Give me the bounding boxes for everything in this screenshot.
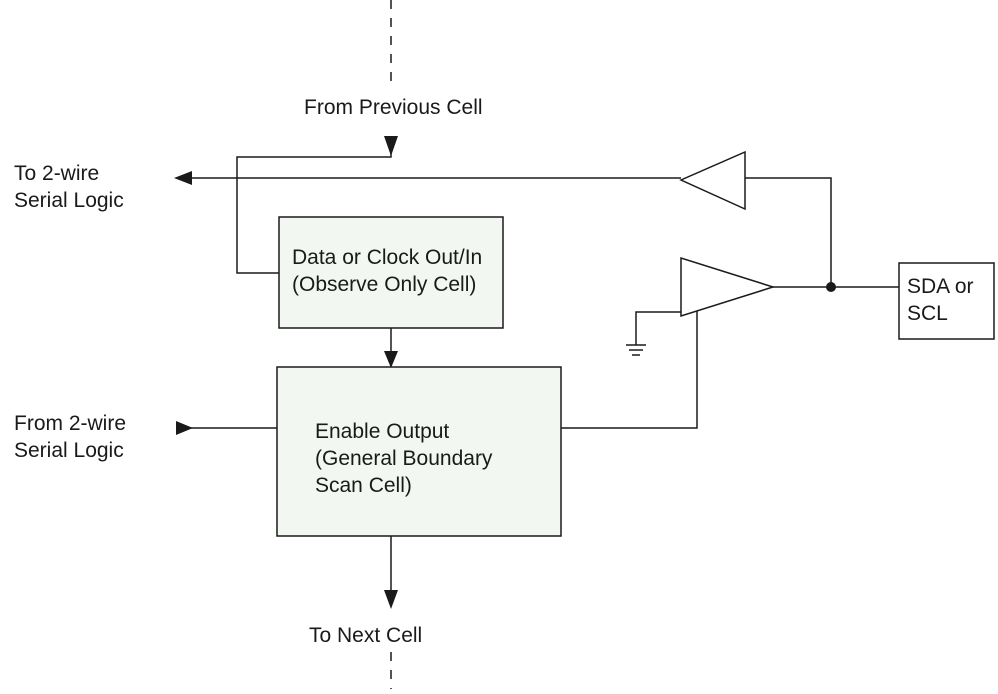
to-next-cell-text: To Next Cell xyxy=(309,624,423,647)
from-previous-cell-text: From Previous Cell xyxy=(304,96,483,119)
label-observe-cell: Data or Clock Out/In (Observe Only Cell) xyxy=(292,244,482,298)
ground-icon xyxy=(626,344,646,356)
from-2wire-line-2: Serial Logic xyxy=(14,439,124,462)
observe-cell-line-1: Data or Clock Out/In xyxy=(292,246,483,269)
wire-enable-to-buffer xyxy=(561,297,698,429)
to-2wire-line-2: Serial Logic xyxy=(14,189,124,212)
arrow-into-enable-icon xyxy=(384,351,398,368)
label-enable-cell: Enable Output (General Boundary Scan Cel… xyxy=(315,418,492,499)
label-to-2wire: To 2-wire Serial Logic xyxy=(14,160,124,214)
arrow-from-2wire-icon xyxy=(176,421,193,435)
label-to-next-cell: To Next Cell xyxy=(309,622,422,649)
label-from-previous-cell: From Previous Cell xyxy=(304,94,483,121)
to-2wire-line-1: To 2-wire xyxy=(14,162,100,185)
arrow-from-previous-icon xyxy=(384,136,398,156)
arrow-to-2wire-icon xyxy=(174,171,192,185)
arrow-to-next-icon xyxy=(384,590,398,609)
input-buffer-icon xyxy=(679,150,746,211)
pin-line-1: SDA or xyxy=(907,275,974,298)
output-buffer-icon xyxy=(680,256,776,318)
pin-box xyxy=(898,262,995,340)
label-from-2wire: From 2-wire Serial Logic xyxy=(14,410,126,464)
enable-cell-line-2: (General Boundary xyxy=(315,447,493,470)
enable-cell-line-3: Scan Cell) xyxy=(315,474,412,497)
observe-cell-box xyxy=(278,216,504,329)
enable-cell-line-1: Enable Output xyxy=(315,420,450,443)
observe-cell-line-2: (Observe Only Cell) xyxy=(292,273,477,296)
wire-pin-to-input-buffer xyxy=(745,177,832,287)
label-pin: SDA or SCL xyxy=(907,273,974,327)
junction-dot xyxy=(826,282,836,292)
wire-ground xyxy=(635,311,681,345)
pin-line-2: SCL xyxy=(907,302,948,325)
enable-cell-box xyxy=(276,366,562,537)
from-2wire-line-1: From 2-wire xyxy=(14,412,127,435)
